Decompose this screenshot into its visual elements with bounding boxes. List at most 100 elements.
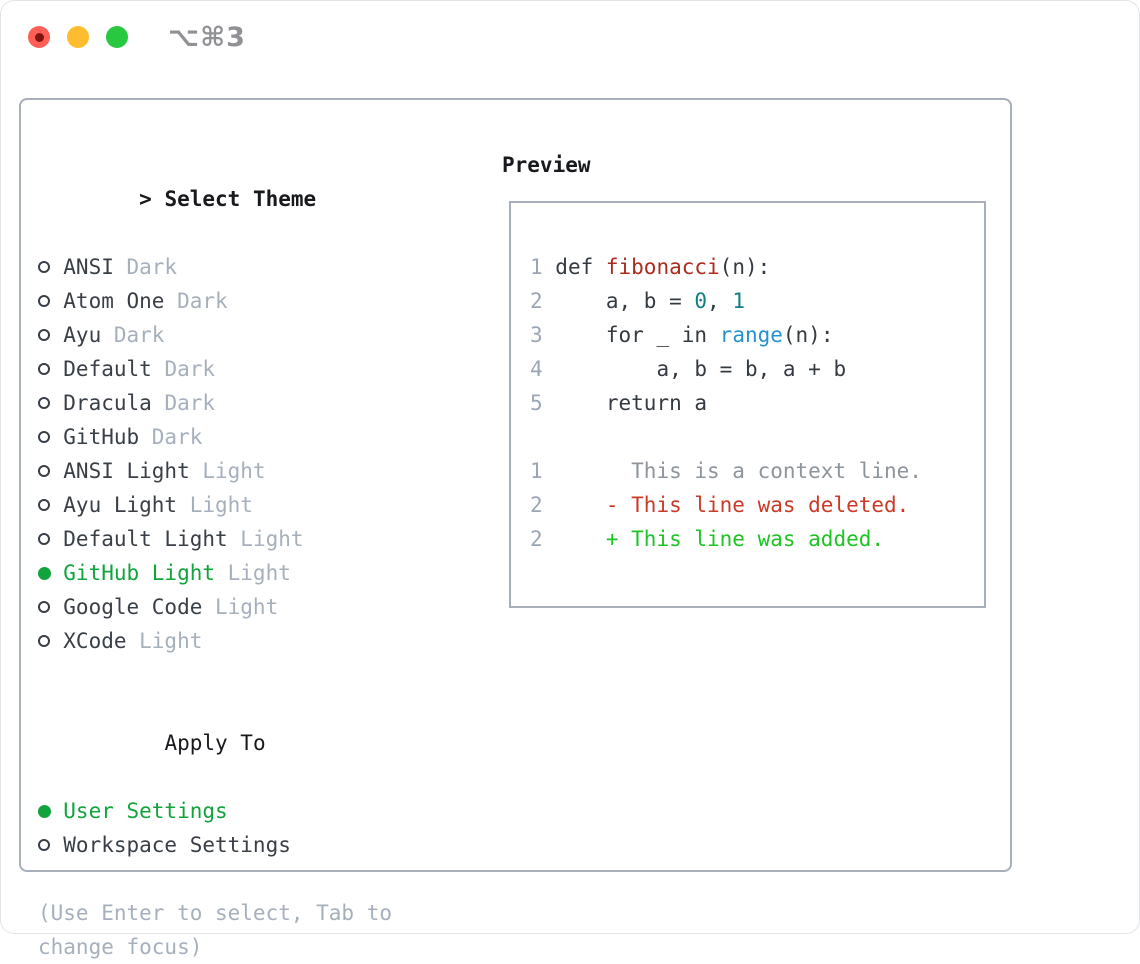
code-line: 4 a, b = b, a + b <box>530 352 974 386</box>
apply-to-header: Apply To <box>38 692 392 794</box>
option-label: GitHub <box>63 425 140 449</box>
option-label: Google Code <box>63 595 203 619</box>
option-label: ANSI <box>63 255 114 279</box>
select-theme-header: > Select Theme <box>38 148 392 250</box>
option-label: Dracula <box>63 391 152 415</box>
select-theme-title: Select Theme <box>164 187 317 211</box>
code-token: , <box>707 289 733 313</box>
apply-option-user-settings[interactable]: User Settings <box>38 794 392 828</box>
code-token: fibonacci <box>605 255 720 279</box>
spacer <box>38 658 392 692</box>
option-variant-label: Dark <box>164 391 216 415</box>
preview-diff-block: 1 This is a context line.2 - This line w… <box>530 454 974 556</box>
option-label: ANSI Light <box>63 459 190 483</box>
code-token: This is a context line. <box>555 459 922 483</box>
option-label: GitHub Light <box>63 561 215 585</box>
radio-unselected-icon <box>38 352 63 386</box>
option-label: Ayu Light <box>63 493 178 517</box>
theme-option-dracula-dark[interactable]: Dracula Dark <box>38 386 392 420</box>
code-token: def <box>555 255 606 279</box>
diff-line: 1 This is a context line. <box>530 454 974 488</box>
code-token: (n): <box>782 323 834 347</box>
code-token: a, b = b, a + b <box>555 357 847 381</box>
zoom-button[interactable] <box>106 26 128 48</box>
line-number: 5 <box>530 391 543 415</box>
line-number: 2 <box>530 527 543 551</box>
option-label: Default <box>63 357 152 381</box>
hint-line: (Use Enter to select, Tab to <box>38 901 393 925</box>
option-variant-label: Light <box>215 595 279 619</box>
option-variant-label: Light <box>240 527 304 551</box>
line-number: 2 <box>530 289 543 313</box>
option-variant-label: Dark <box>151 425 203 449</box>
theme-option-ansi-dark[interactable]: ANSI Dark <box>38 250 392 284</box>
code-token: return a <box>555 391 708 415</box>
titlebar: ⌥⌘3 <box>0 0 1140 70</box>
code-token: 0 <box>694 289 708 313</box>
line-number: 1 <box>530 255 543 279</box>
radio-unselected-icon <box>38 488 63 522</box>
option-variant-label: Dark <box>113 323 165 347</box>
option-variant-label: Light <box>189 493 253 517</box>
radio-selected-icon <box>38 556 63 590</box>
option-variant-label: Dark <box>126 255 178 279</box>
option-variant-label: Dark <box>177 289 228 313</box>
radio-unselected-icon <box>38 250 63 284</box>
theme-option-google-code-light[interactable]: Google Code Light <box>38 590 392 624</box>
line-number: 2 <box>530 493 543 517</box>
radio-unselected-icon <box>38 420 63 454</box>
radio-unselected-icon <box>38 828 63 862</box>
option-variant-label: Light <box>139 629 203 653</box>
code-line: 1 def fibonacci(n): <box>530 250 974 284</box>
option-label: Default Light <box>63 527 228 551</box>
theme-option-ayu-dark[interactable]: Ayu Dark <box>38 318 392 352</box>
line-number: 3 <box>530 323 543 347</box>
spacer <box>38 862 392 896</box>
option-label: Ayu <box>63 323 102 347</box>
line-number: 4 <box>530 357 543 381</box>
radio-unselected-icon <box>38 386 63 420</box>
option-label: User Settings <box>63 799 228 823</box>
close-button[interactable] <box>28 26 50 48</box>
theme-option-default-light-light[interactable]: Default Light Light <box>38 522 392 556</box>
radio-unselected-icon <box>38 284 63 318</box>
code-token: for _ in <box>555 323 720 347</box>
radio-unselected-icon <box>38 522 63 556</box>
theme-option-github-light-light[interactable]: GitHub Light Light <box>38 556 392 590</box>
theme-option-atom-one-dark[interactable]: Atom One Dark <box>38 284 392 318</box>
code-line: 3 for _ in range(n): <box>530 318 974 352</box>
minimize-button[interactable] <box>67 26 89 48</box>
unsaved-indicator-dot <box>34 32 44 42</box>
theme-option-github-dark[interactable]: GitHub Dark <box>38 420 392 454</box>
code-token: (n): <box>719 255 771 279</box>
theme-option-ayu-light-light[interactable]: Ayu Light Light <box>38 488 392 522</box>
code-token: + This line was added. <box>555 527 885 551</box>
option-variant-label: Light <box>227 561 291 585</box>
diff-line: 2 + This line was added. <box>530 522 974 556</box>
apply-option-workspace-settings[interactable]: Workspace Settings <box>38 828 392 862</box>
option-variant-label: Dark <box>164 357 216 381</box>
apply-to-title: Apply To <box>164 731 266 755</box>
radio-selected-icon <box>38 794 63 828</box>
radio-unselected-icon <box>38 590 63 624</box>
code-token: range <box>719 323 783 347</box>
focus-caret: > <box>139 187 152 211</box>
theme-option-default-dark[interactable]: Default Dark <box>38 352 392 386</box>
preview-title: Preview <box>502 153 591 177</box>
option-label: Atom One <box>63 289 165 313</box>
diff-line: 2 - This line was deleted. <box>530 488 974 522</box>
option-label: Workspace Settings <box>63 833 291 857</box>
radio-unselected-icon <box>38 318 63 352</box>
code-token: 1 <box>732 289 745 313</box>
